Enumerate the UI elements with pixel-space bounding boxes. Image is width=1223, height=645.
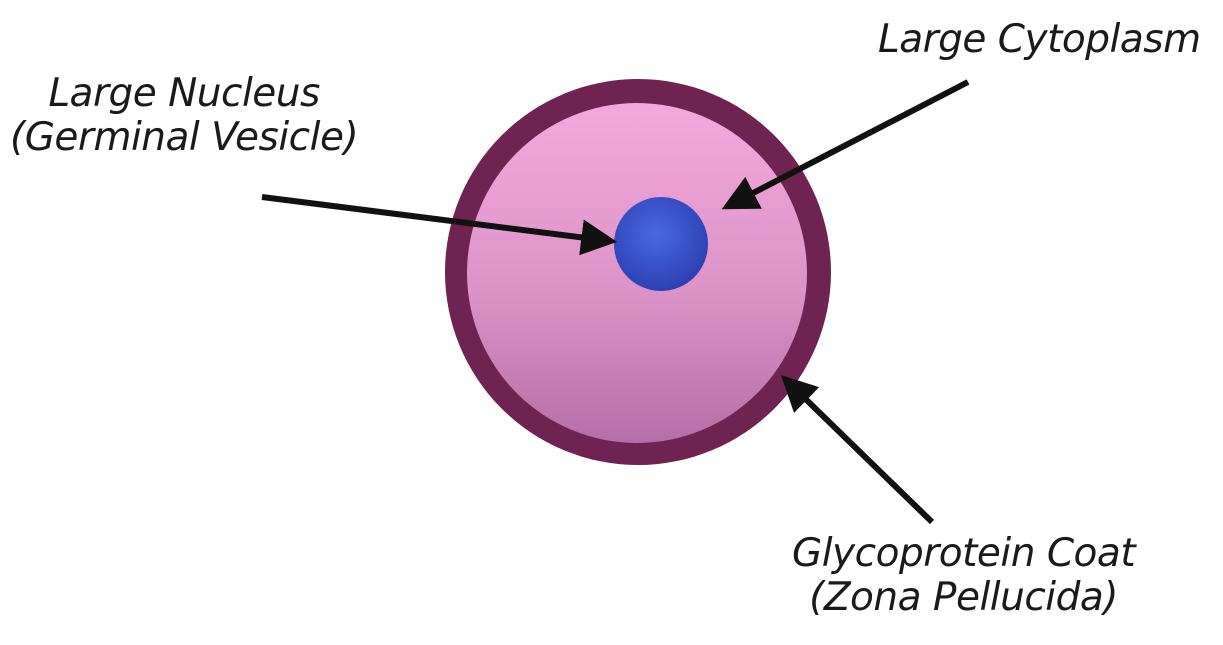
coat-label-line-2: (Zona Pellucida) xyxy=(792,576,1135,620)
nucleus-label-line-1: Large Nucleus xyxy=(10,72,358,116)
nucleus-label: Large Nucleus (Germinal Vesicle) xyxy=(10,72,358,159)
nucleus xyxy=(614,197,708,291)
cytoplasm-label: Large Cytoplasm xyxy=(878,18,1201,62)
cytoplasm-label-line-1: Large Cytoplasm xyxy=(878,18,1201,62)
coat-arrow xyxy=(786,380,932,522)
coat-label: Glycoprotein Coat (Zona Pellucida) xyxy=(792,532,1135,619)
nucleus-label-line-2: (Germinal Vesicle) xyxy=(10,116,358,160)
coat-label-line-1: Glycoprotein Coat xyxy=(792,532,1135,576)
